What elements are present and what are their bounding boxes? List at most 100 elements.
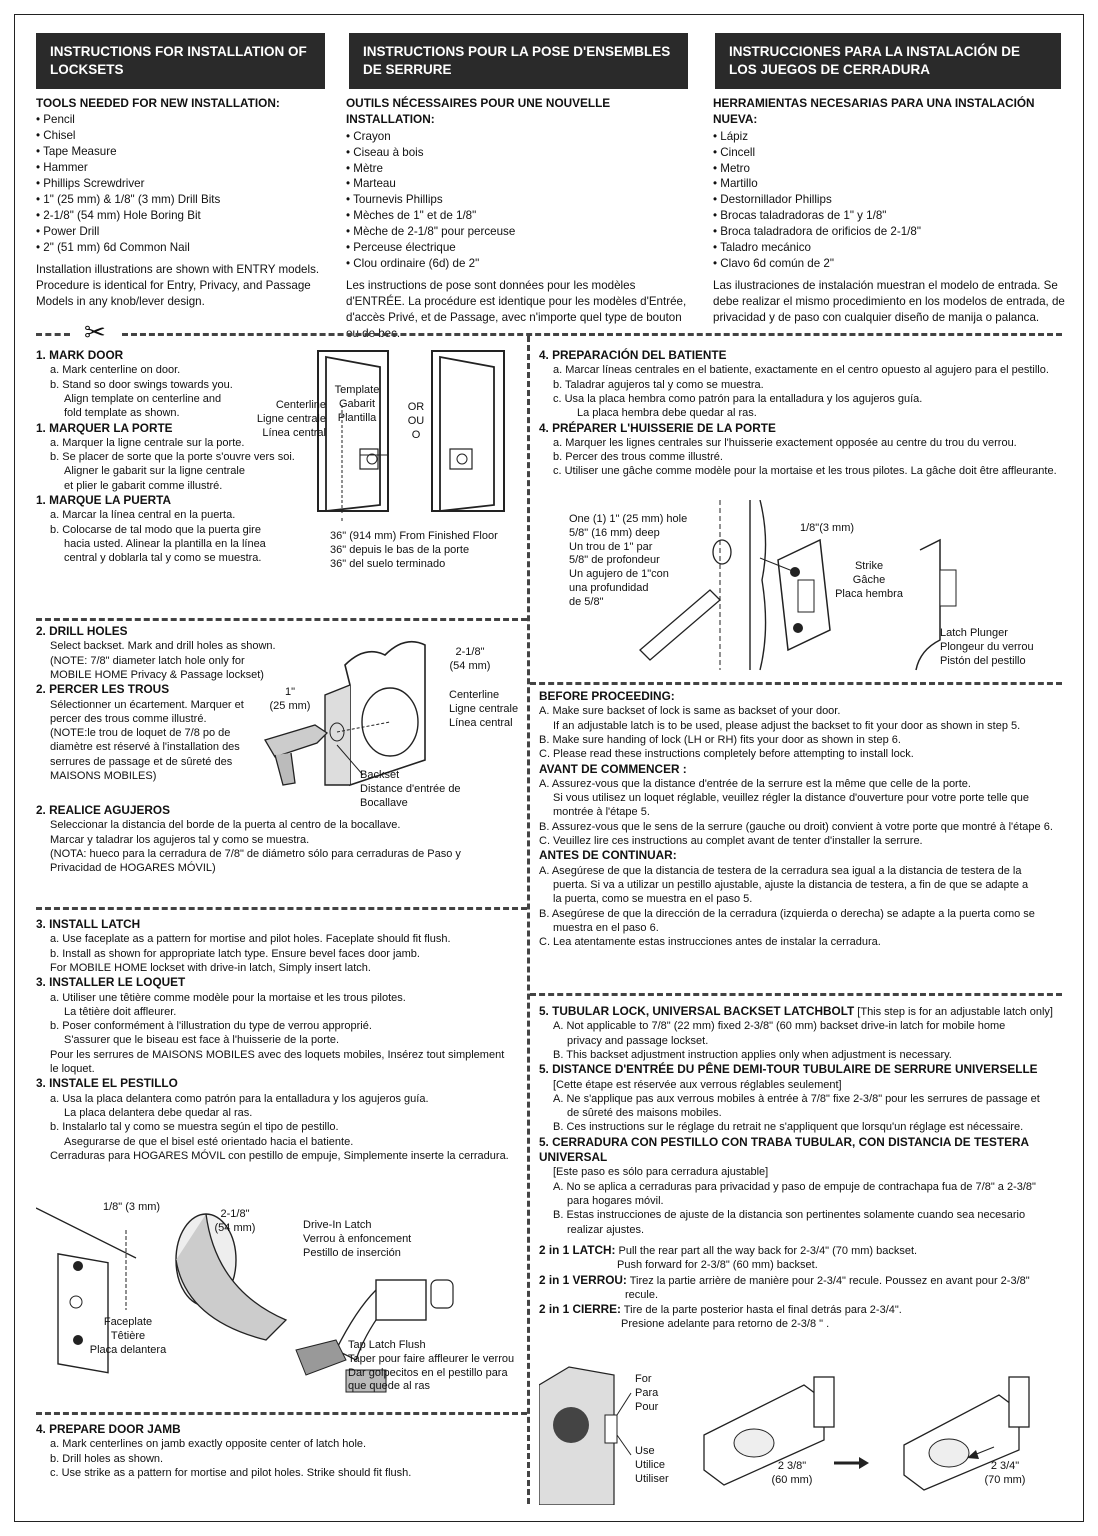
label-line: Línea central (262, 426, 326, 439)
text-line: Presione adelante para retorno de 2-3/8 … (621, 1318, 830, 1331)
label-line: Latch Plunger (940, 627, 1008, 639)
label-line: Dar golpecitos en el pestillo para (348, 1366, 508, 1379)
divider (530, 993, 1062, 996)
latch-es-label: 2 in 1 CIERRE: (539, 1302, 621, 1317)
text-line: fold template as shown. (64, 407, 180, 420)
label-line: Ligne centrale (256, 412, 326, 425)
tools-fr: OUTILS NÉCESSAIRES POUR UNE NOUVELLE INS… (346, 95, 691, 342)
before-es-title: ANTES DE CONTINUAR: (539, 848, 677, 863)
text-line: Tirez la partie arrière de manière pour … (626, 1274, 1030, 1287)
text-line: percer des trous comme illustré. (50, 712, 207, 725)
drive-in-label: Drive-In Latch Verrou à enfoncement Pest… (303, 1219, 433, 1260)
hole-size-label: 2-1/8" (54 mm) (440, 646, 500, 674)
label-line: (70 mm) (984, 1473, 1026, 1486)
step4-right-text: 4. PREPARACIÓN DEL BATIENTE a. Marcar lí… (539, 348, 1069, 479)
tools-es-list: Lápiz Cincell Metro Martillo Destornilla… (713, 129, 1073, 273)
text-line: muestra en el paso 6. (553, 921, 659, 934)
step2-fr-title: 2. PERCER LES TROUS (36, 682, 170, 697)
label-line: 2 3/8" (777, 1460, 807, 1472)
text-line: A. Asegúrese de que la distancia de test… (539, 864, 1022, 877)
label-line: 2 3/4" (990, 1460, 1020, 1472)
text-line: hacia usted. Alinear la plantilla en la … (64, 537, 266, 550)
text-line: b. Install as shown for appropriate latc… (50, 947, 420, 960)
label-line: Plantilla (337, 411, 377, 424)
step5-en-note: [This step is for an adjustable latch on… (854, 1006, 1053, 1018)
label-line: 1" (284, 686, 296, 698)
step5-fr-title: 5. DISTANCE D'ENTRÉE DU PÊNE DEMI-TOUR T… (539, 1062, 1038, 1077)
tools-en: TOOLS NEEDED FOR NEW INSTALLATION: Penci… (36, 95, 331, 310)
template-label: Template Gabarit Plantilla (330, 384, 384, 425)
text-line: a. Utiliser une têtière comme modèle pou… (50, 991, 406, 1004)
list-item: Ciseau à bois (346, 145, 691, 161)
list-item: Taladro mecánico (713, 240, 1073, 256)
header-en: INSTRUCTIONS FOR INSTALLATION OF LOCKSET… (36, 33, 325, 89)
list-item: Perceuse électrique (346, 240, 691, 256)
drill-size-label: 1/8"(3 mm) (800, 522, 855, 534)
text-line: A. Ne s'applique pas aux verrous mobiles… (553, 1092, 1040, 1105)
label-line: One (1) 1" (25 mm) hole (569, 513, 688, 525)
label-line: Taper pour faire affleurer le verrou (348, 1352, 515, 1365)
text-line: a. Usa la placa delantera como patrón pa… (50, 1092, 429, 1105)
label-line: Tap Latch Flush (348, 1339, 426, 1351)
text-line: b. Instalarlo tal y como se muestra segú… (50, 1121, 339, 1134)
label-line: 5/8" de profondeur (569, 554, 660, 567)
label-line: Línea central (449, 716, 513, 729)
text-line: C. Lea atentamente estas instrucciones a… (539, 936, 881, 949)
page-frame (14, 14, 1084, 1522)
step2-es-text: 2. REALICE AGUJEROS Seleccionar la dista… (36, 803, 526, 876)
list-item: Mètre (346, 161, 691, 177)
divider (36, 1412, 527, 1415)
text-line: b. Taladrar agujeros tal y como se muest… (553, 378, 764, 391)
hole-depth-label: One (1) 1" (25 mm) hole 5/8" (16 mm) dee… (569, 513, 699, 609)
label-line: de 5/8" (569, 595, 604, 608)
list-item: Destornillador Phillips (713, 192, 1073, 208)
text-line: Marcar y taladrar los agujeros tal y com… (50, 833, 310, 846)
label-line: Têtière (110, 1329, 146, 1342)
tools-fr-list: Crayon Ciseau à bois Mètre Marteau Tourn… (346, 129, 691, 273)
step1-en-title: 1. MARK DOOR (36, 348, 124, 362)
text-line: Pull the rear part all the way back for … (615, 1244, 918, 1257)
text-line: Aligner le gabarit sur la ligne centrale (64, 465, 245, 478)
label-line: Gabarit (338, 397, 376, 410)
centerline-label: Centerline Ligne centrale Línea central (234, 399, 326, 440)
text-line: For MOBILE HOME lockset with drive-in la… (50, 961, 371, 974)
cut-line (36, 333, 70, 336)
step4-en-text: 4. PREPARE DOOR JAMB a. Mark centerlines… (36, 1422, 526, 1480)
label-line: Utilice (635, 1458, 665, 1471)
strike-illustration (639, 500, 957, 671)
text-line: a. Marcar líneas centrales en el batient… (553, 364, 1049, 377)
divider (36, 907, 527, 910)
label-line: Strike (854, 560, 884, 572)
drill-illustration (264, 640, 426, 787)
before-fr-title: AVANT DE COMMENCER : (539, 761, 687, 776)
strike-label: Strike Gâche Placa hembra (826, 560, 912, 601)
label-line: For (635, 1373, 652, 1385)
latch-hole-label: 1" (25 mm) (258, 686, 322, 714)
tools-fr-title: OUTILS NÉCESSAIRES POUR UNE NOUVELLE INS… (346, 96, 611, 127)
text-line: Seleccionar la distancia del borde de la… (50, 819, 401, 832)
label-line: Use (635, 1445, 655, 1457)
text-line: If an adjustable latch is to be used, pl… (553, 719, 1021, 732)
center-divider (527, 336, 530, 1504)
tools-en-title: TOOLS NEEDED FOR NEW INSTALLATION: (36, 96, 280, 110)
label-line: 36" (914 mm) From Finished Floor (330, 530, 498, 542)
cut-line (122, 333, 1062, 336)
text-line: Pour les serrures de MAISONS MOBILES ave… (50, 1048, 505, 1061)
label-line: 36" del suelo terminado (330, 557, 446, 570)
text-line: B. Estas instrucciones de ajuste de la d… (553, 1209, 1026, 1222)
list-item: Chisel (36, 128, 331, 144)
text-line: S'assurer que le biseau est face à l'hui… (64, 1034, 340, 1047)
label-line: Un trou de 1" par (569, 540, 653, 553)
text-line: La placa delantera debe quedar al ras. (64, 1106, 253, 1119)
tap-latch-label: Tap Latch Flush Taper pour faire affleur… (348, 1339, 526, 1394)
label-line: Un agujero de 1"con (569, 568, 669, 580)
text-line: MOBILE HOME Privacy & Passage lockset) (50, 668, 264, 681)
list-item: Clou ordinaire (6d) de 2" (346, 256, 691, 272)
scissors-icon: ✂ (84, 317, 106, 347)
floor-label: 36" (914 mm) From Finished Floor 36" dep… (330, 530, 525, 571)
text-line: Sélectionner un écartement. Marquer et (50, 698, 244, 711)
label-line: 2-1/8" (220, 1208, 250, 1220)
text-line: central y doblarla tal y como se muestra… (64, 552, 262, 565)
label-line: OR (407, 401, 425, 413)
label-line: Ligne centrale (449, 702, 519, 715)
